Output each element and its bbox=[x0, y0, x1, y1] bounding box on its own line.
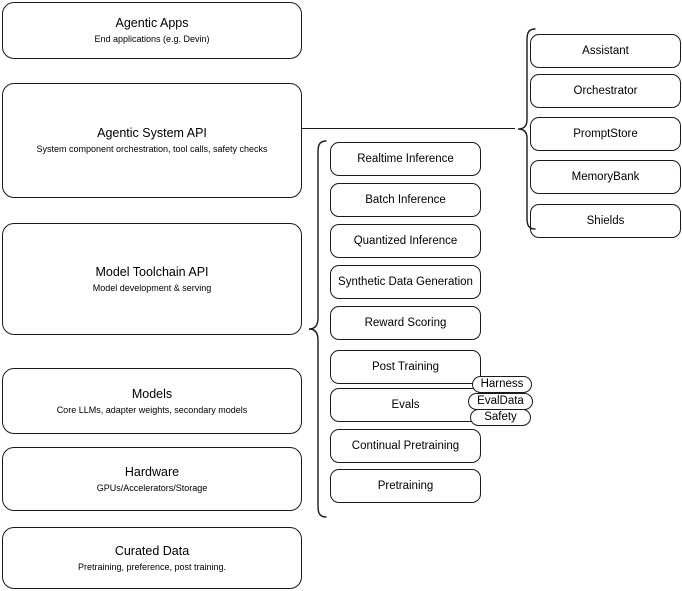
stack-layer-subtitle: GPUs/Accelerators/Storage bbox=[96, 482, 208, 493]
toolchain-component-continual-pretraining[interactable]: Continual Pretraining bbox=[330, 429, 481, 463]
stack-layer-model-toolchain-api[interactable]: Model Toolchain API Model development & … bbox=[2, 223, 302, 335]
toolchain-component-synthetic-data-generation[interactable]: Synthetic Data Generation bbox=[330, 265, 481, 299]
toolchain-component-batch-inference[interactable]: Batch Inference bbox=[330, 183, 481, 217]
stack-layer-title: Model Toolchain API bbox=[95, 264, 209, 279]
stack-layer-title: Hardware bbox=[124, 464, 180, 479]
chip-label: Post Training bbox=[371, 361, 440, 373]
chip-label: Orchestrator bbox=[573, 85, 638, 97]
toolchain-component-pretraining[interactable]: Pretraining bbox=[330, 469, 481, 503]
evals-subcomponent-safety[interactable]: Safety bbox=[470, 409, 531, 426]
stack-layer-title: Models bbox=[131, 386, 173, 401]
stack-layer-subtitle: Pretraining, preference, post training. bbox=[77, 561, 227, 572]
stack-layer-agentic-apps[interactable]: Agentic Apps End applications (e.g. Devi… bbox=[2, 2, 302, 59]
chip-label: Batch Inference bbox=[365, 194, 446, 206]
system-component-orchestrator[interactable]: Orchestrator bbox=[530, 74, 681, 108]
chip-label: Evals bbox=[391, 399, 420, 411]
system-component-shields[interactable]: Shields bbox=[530, 204, 681, 238]
chip-label: Quantized Inference bbox=[353, 235, 458, 247]
system-component-memorybank[interactable]: MemoryBank bbox=[530, 160, 681, 194]
chip-label: Synthetic Data Generation bbox=[338, 276, 473, 288]
stack-layer-curated-data[interactable]: Curated Data Pretraining, preference, po… bbox=[2, 527, 302, 589]
system-component-assistant[interactable]: Assistant bbox=[530, 34, 681, 68]
stack-layer-subtitle: Core LLMs, adapter weights, secondary mo… bbox=[56, 404, 248, 415]
stack-layer-models[interactable]: Models Core LLMs, adapter weights, secon… bbox=[2, 368, 302, 434]
chip-label: PromptStore bbox=[573, 128, 638, 140]
pill-label: Safety bbox=[484, 411, 517, 423]
toolchain-component-post-training[interactable]: Post Training bbox=[330, 350, 481, 384]
stack-layer-subtitle: End applications (e.g. Devin) bbox=[94, 34, 210, 44]
pill-label: EvalData bbox=[477, 395, 524, 407]
chip-label: Pretraining bbox=[377, 480, 434, 492]
connector-system-api-to-components bbox=[302, 128, 515, 129]
stack-layer-title: Agentic System API bbox=[97, 126, 207, 140]
brace-toolchain-components bbox=[305, 140, 327, 518]
chip-label: MemoryBank bbox=[571, 171, 640, 183]
toolchain-component-realtime-inference[interactable]: Realtime Inference bbox=[330, 142, 481, 176]
stack-layer-title: Agentic Apps bbox=[115, 16, 189, 30]
toolchain-component-quantized-inference[interactable]: Quantized Inference bbox=[330, 224, 481, 258]
pill-label: Harness bbox=[480, 378, 524, 390]
brace-system-components bbox=[514, 28, 536, 230]
stack-layer-hardware[interactable]: Hardware GPUs/Accelerators/Storage bbox=[2, 447, 302, 511]
system-component-promptstore[interactable]: PromptStore bbox=[530, 117, 681, 151]
chip-label: Reward Scoring bbox=[364, 317, 447, 329]
stack-layer-agentic-system-api[interactable]: Agentic System API System component orch… bbox=[2, 83, 302, 198]
chip-label: Shields bbox=[586, 215, 625, 227]
stack-layer-subtitle: System component orchestration, tool cal… bbox=[36, 144, 268, 154]
toolchain-component-reward-scoring[interactable]: Reward Scoring bbox=[330, 306, 481, 340]
chip-label: Assistant bbox=[582, 45, 629, 57]
chip-label: Continual Pretraining bbox=[351, 440, 460, 452]
stack-layer-title: Curated Data bbox=[114, 543, 190, 558]
chip-label: Realtime Inference bbox=[357, 153, 454, 165]
evals-subcomponent-evaldata[interactable]: EvalData bbox=[468, 393, 533, 410]
toolchain-component-evals[interactable]: Evals bbox=[330, 388, 481, 422]
stack-layer-subtitle: Model development & serving bbox=[92, 282, 212, 293]
evals-subcomponent-harness[interactable]: Harness bbox=[472, 376, 532, 393]
